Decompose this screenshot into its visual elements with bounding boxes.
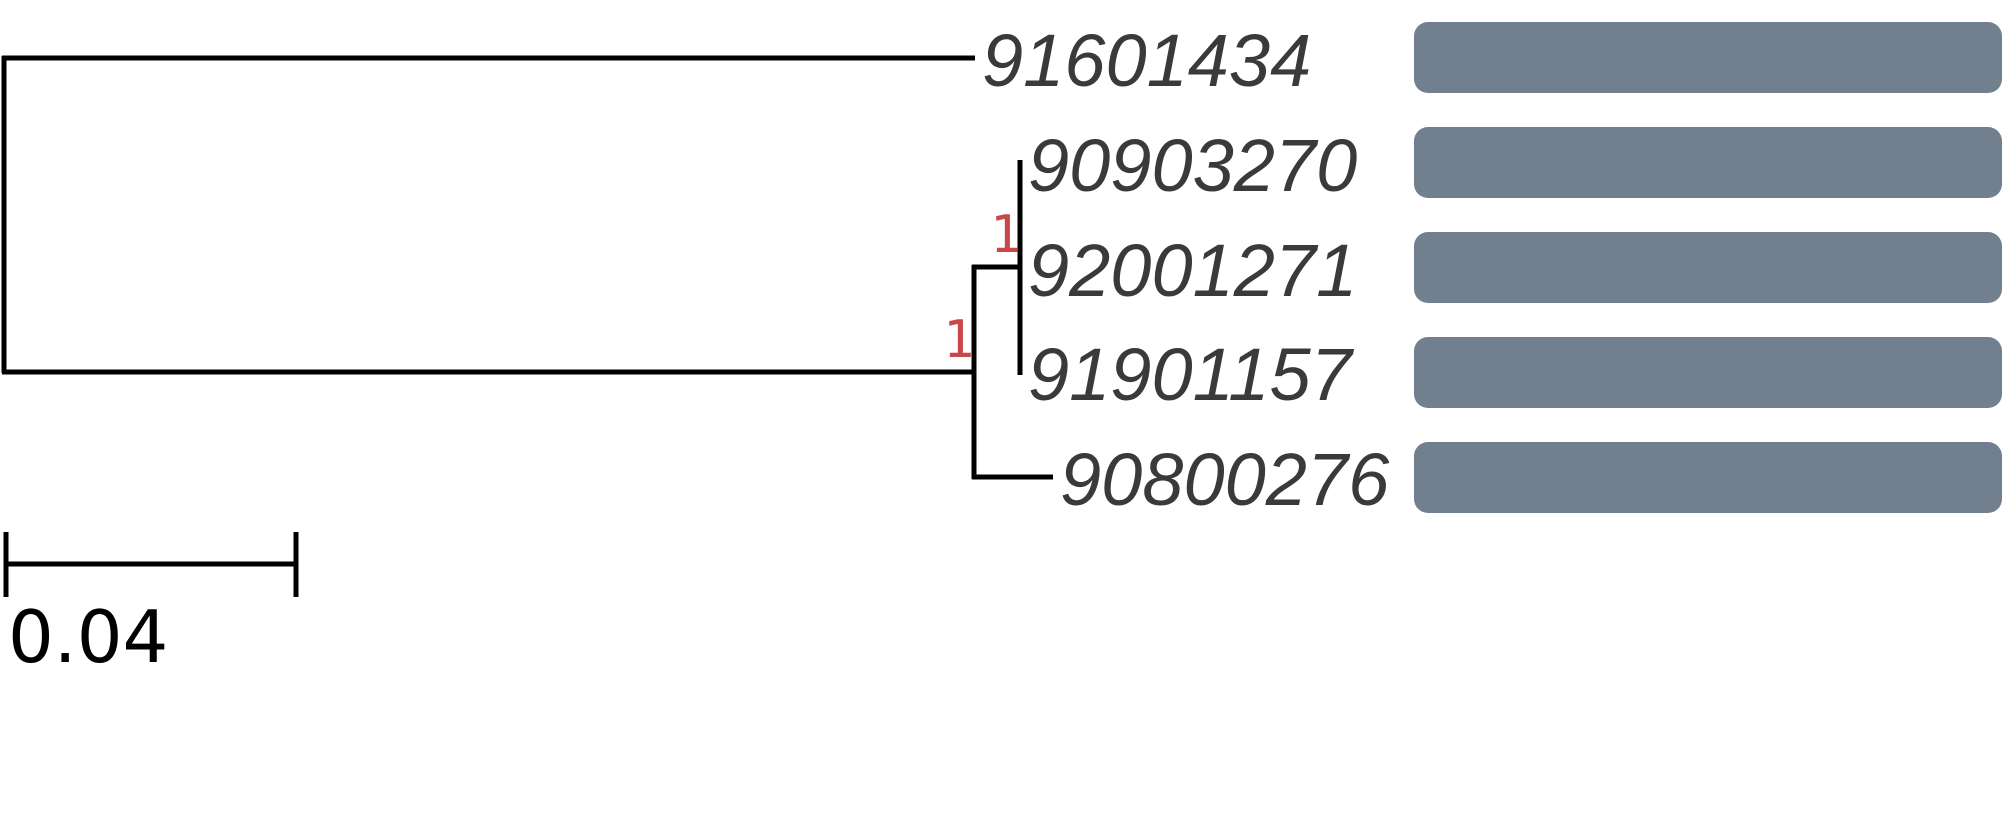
annotation-bar-90903270 <box>1414 127 2002 198</box>
annotation-bar-90800276 <box>1414 442 2002 513</box>
leaf-labels: 91601434 90903270 92001271 91901157 9080… <box>982 19 1390 521</box>
leaf-label-91601434: 91601434 <box>982 19 1311 102</box>
leaf-label-90903270: 90903270 <box>1028 124 1357 207</box>
scale-bar-label: 0.04 <box>8 595 168 679</box>
annotation-bars <box>1414 22 2002 513</box>
leaf-label-91901157: 91901157 <box>1028 333 1355 416</box>
leaf-label-92001271: 92001271 <box>1028 229 1357 312</box>
annotation-bar-91601434 <box>1414 22 2002 93</box>
leaf-label-90800276: 90800276 <box>1060 438 1390 521</box>
annotation-bar-92001271 <box>1414 232 2002 303</box>
support-value-subclade: 1 <box>990 205 1021 265</box>
tree-branches <box>1 55 1053 480</box>
support-value-inner-clade: 1 <box>943 310 974 370</box>
annotation-bar-91901157 <box>1414 337 2002 408</box>
support-values: 1 1 <box>943 205 1021 370</box>
scale-bar: 0.04 <box>3 532 299 679</box>
